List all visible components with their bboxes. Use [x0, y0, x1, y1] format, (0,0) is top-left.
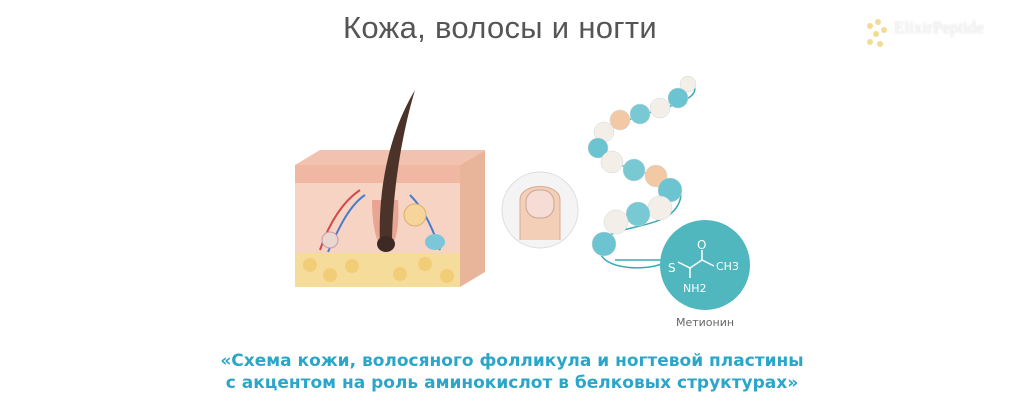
nail-illustration: [501, 171, 579, 249]
skin-cross-section: [295, 150, 485, 287]
caption-line-2: с акцентом на роль аминокислот в белковы…: [225, 373, 799, 393]
page-title: Кожа, волосы и ногти: [342, 10, 658, 45]
caption: «Схема кожи, волосяного фолликула и ногт…: [0, 350, 1024, 394]
methionine-molecule: S O CH3 NH2: [615, 220, 750, 310]
amino-group: NH2: [683, 282, 707, 295]
caption-line-1: «Схема кожи, волосяного фолликула и ногт…: [220, 351, 804, 371]
molecule-logo-icon: [867, 19, 887, 47]
hair-follicle: [372, 90, 415, 252]
oxygen-atom: O: [697, 238, 706, 252]
sulfur-atom: S: [668, 261, 676, 275]
brand-logo-text: ElixirPeptide: [894, 18, 984, 37]
molecule-label: Метионин: [675, 316, 735, 329]
methyl-group: CH3: [716, 260, 739, 273]
brand-logo: ElixirPeptide: [862, 16, 1012, 52]
amino-acid-chain: [587, 75, 697, 269]
